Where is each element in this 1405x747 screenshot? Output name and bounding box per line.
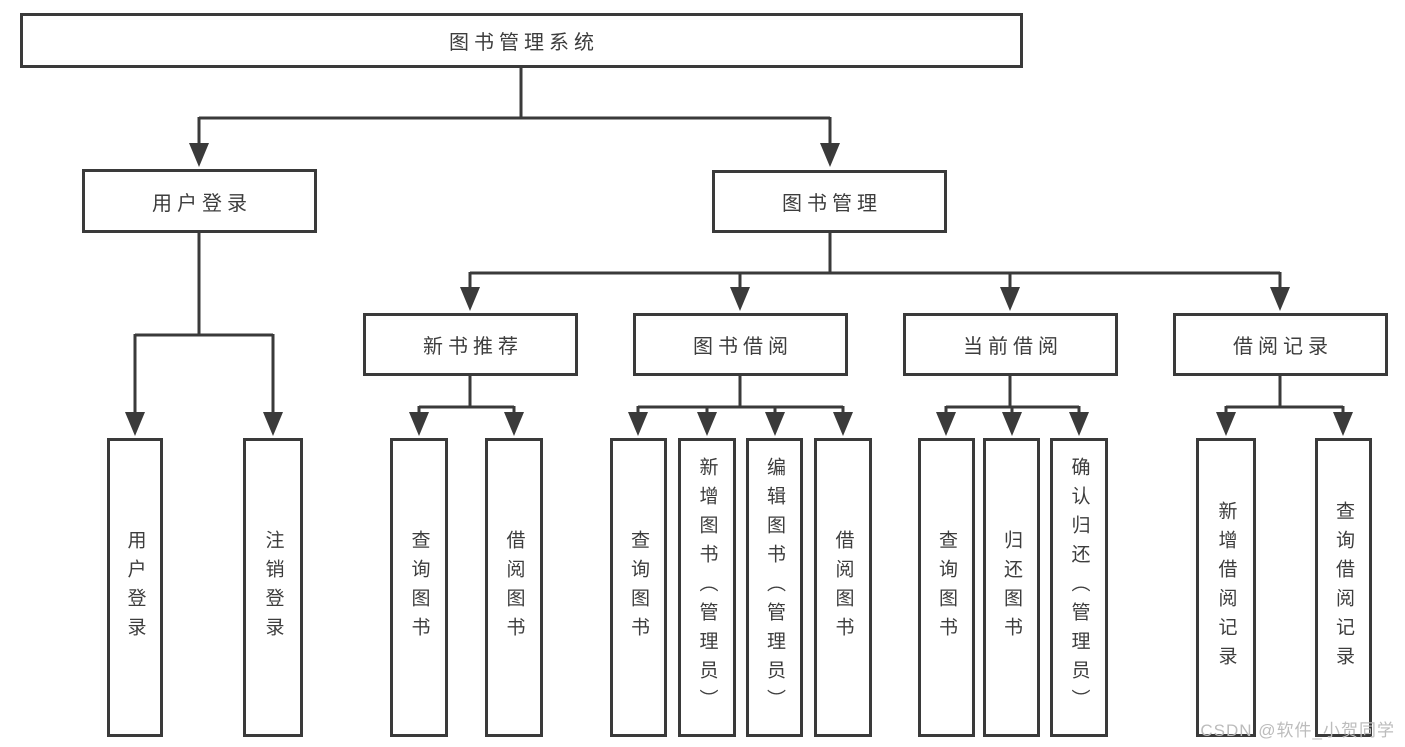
node-leaf-add-books-admin: 新增图书（管理员） (678, 438, 736, 737)
node-user-login-branch: 用户登录 (82, 169, 317, 233)
node-leaf-add-books-admin-label: 新增图书（管理员） (696, 457, 718, 718)
node-leaf-return-books: 归还图书 (983, 438, 1040, 737)
node-leaf-confirm-return-admin: 确认归还（管理员） (1050, 438, 1108, 737)
connector-current-group (944, 376, 1081, 414)
watermark: CSDN @软件_小贺同学 (1200, 721, 1395, 740)
node-leaf-borrow-books-2-label: 借阅图书 (832, 529, 854, 646)
node-leaf-add-borrow-record-label: 新增借阅记录 (1215, 500, 1237, 675)
node-borrowing-records: 借阅记录 (1173, 313, 1388, 376)
node-leaf-user-login: 用户登录 (107, 438, 163, 737)
node-book-borrowing-label: 图书借阅 (693, 336, 793, 358)
node-leaf-query-borrow-record: 查询借阅记录 (1315, 438, 1372, 737)
node-leaf-edit-books-admin: 编辑图书（管理员） (746, 438, 803, 737)
node-leaf-query-borrow-record-label: 查询借阅记录 (1333, 500, 1354, 675)
connector-bookmgmt-group (468, 233, 1282, 289)
node-new-book-recommend: 新书推荐 (363, 313, 578, 376)
node-new-book-recommend-label: 新书推荐 (423, 336, 523, 358)
node-leaf-logout: 注销登录 (243, 438, 303, 737)
node-leaf-edit-books-admin-label: 编辑图书（管理员） (764, 457, 785, 718)
connector-newbook-group (417, 376, 516, 414)
node-leaf-query-books-2: 查询图书 (610, 438, 667, 737)
node-leaf-confirm-return-admin-label: 确认归还（管理员） (1068, 457, 1090, 718)
node-root-system-label: 图书管理系统 (449, 32, 599, 54)
node-leaf-borrow-books-1-label: 借阅图书 (503, 529, 525, 646)
node-leaf-query-books-3-label: 查询图书 (936, 529, 957, 646)
node-leaf-add-borrow-record: 新增借阅记录 (1196, 438, 1256, 737)
connector-borrow-group (636, 376, 845, 414)
node-leaf-borrow-books-1: 借阅图书 (485, 438, 543, 737)
node-leaf-query-books-1-label: 查询图书 (408, 529, 430, 646)
connector-userlogin-group (133, 233, 275, 414)
node-user-login-branch-label: 用户登录 (152, 192, 252, 215)
node-leaf-return-books-label: 归还图书 (1001, 529, 1022, 646)
node-leaf-logout-label: 注销登录 (262, 529, 284, 646)
node-root-system: 图书管理系统 (20, 13, 1023, 68)
node-book-management-label: 图书管理 (782, 193, 882, 215)
node-leaf-query-books-3: 查询图书 (918, 438, 975, 737)
node-borrowing-records-label: 借阅记录 (1233, 336, 1333, 358)
node-leaf-query-books-1: 查询图书 (390, 438, 448, 737)
node-leaf-user-login-label: 用户登录 (124, 529, 146, 646)
node-current-borrowing: 当前借阅 (903, 313, 1118, 376)
node-current-borrowing-label: 当前借阅 (963, 336, 1063, 358)
connector-record-group (1224, 376, 1345, 414)
node-leaf-query-books-2-label: 查询图书 (628, 529, 649, 646)
connector-root-to-level2 (197, 68, 832, 145)
node-leaf-borrow-books-2: 借阅图书 (814, 438, 872, 737)
node-book-borrowing: 图书借阅 (633, 313, 848, 376)
arrowheads (125, 143, 1353, 436)
node-book-management: 图书管理 (712, 170, 947, 233)
